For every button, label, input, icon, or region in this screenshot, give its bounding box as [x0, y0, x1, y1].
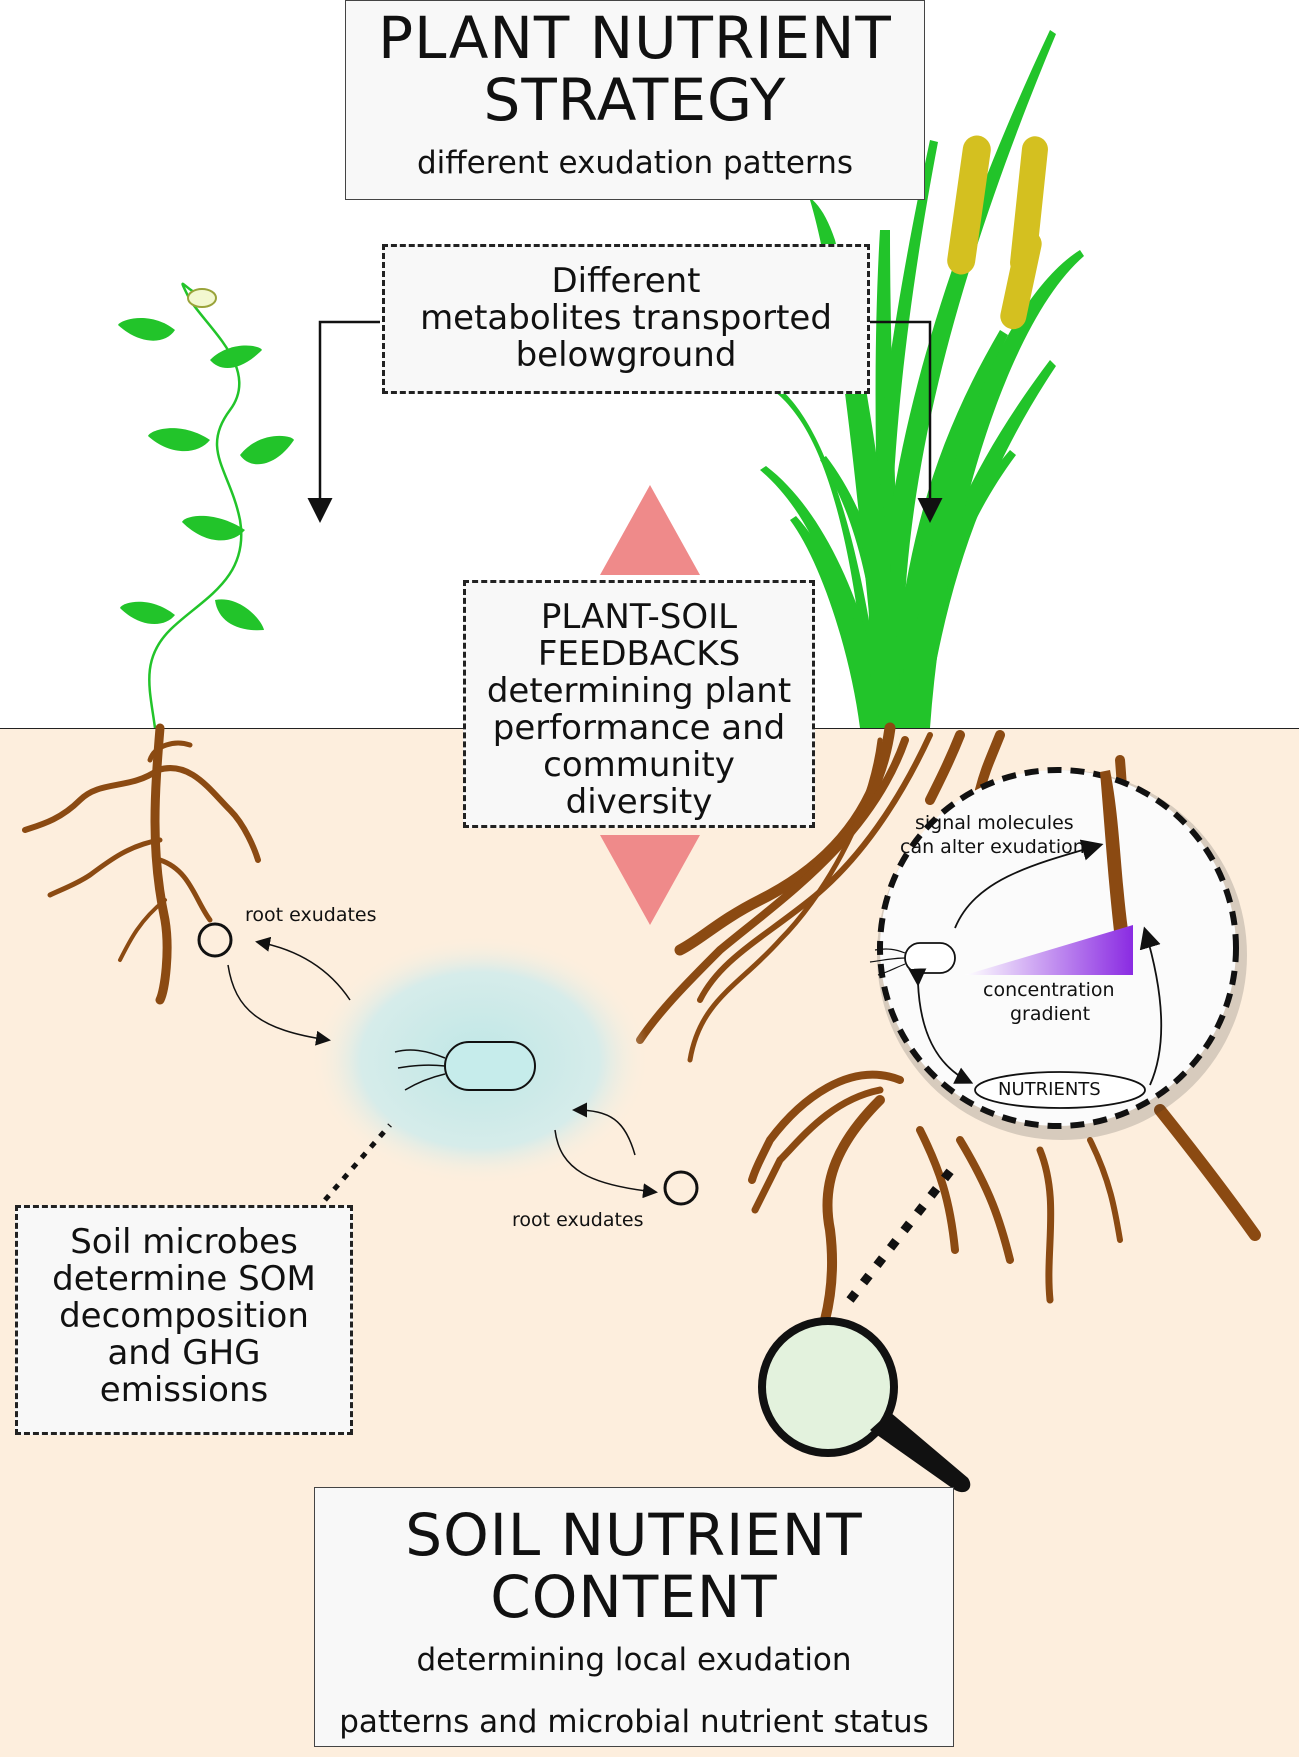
signal-label-2: can alter exudation [900, 836, 1085, 858]
metabolite-arrow-left [307, 320, 380, 523]
signal-label-1: signal molecules [915, 812, 1074, 834]
zoom-root [1100, 770, 1128, 940]
cattail-head-3 [1010, 136, 1048, 276]
metabolites-line-3: belowground [515, 335, 737, 375]
feedback-line-1: PLANT-SOIL [540, 597, 738, 637]
plant-strategy-subtitle: different exudation patterns [417, 145, 853, 181]
gradient-label-1: concentration [983, 979, 1115, 1001]
zoom-microbe [869, 942, 956, 976]
triangle-down [600, 835, 700, 925]
dotted-connector-microbe [323, 1123, 392, 1202]
microbes-line-3: decomposition [59, 1296, 309, 1336]
feedback-line-4: performance and [492, 708, 786, 748]
plant-strategy-box: PLANT NUTRIENT STRATEGY different exudat… [345, 0, 925, 200]
feedback-line-5: community [543, 745, 735, 785]
magnifier-beam [846, 1162, 959, 1303]
concentration-gradient [965, 925, 1133, 975]
feedback-line-2: FEEDBACKS [537, 634, 741, 674]
exudate-circle-left [197, 922, 233, 958]
cattail-grass [740, 30, 1084, 729]
soil-nutrient-title-2: CONTENT [490, 1563, 778, 1631]
feedback-line-6: diversity [565, 782, 713, 822]
feedback-box: PLANT-SOIL FEEDBACKS determining plant p… [463, 580, 815, 828]
soil-nutrient-sub-1: determining local exudation [416, 1642, 852, 1678]
metabolites-line-2: metabolites transported [420, 298, 832, 338]
feedback-line-3: determining plant [486, 671, 792, 711]
exudate-circle-right [663, 1170, 699, 1206]
soil-nutrient-sub-2: patterns and microbial nutrient status [339, 1704, 929, 1740]
soil-nutrient-title-1: SOIL NUTRIENT [405, 1501, 863, 1569]
microbe [394, 1041, 536, 1091]
metabolite-arrow-right [870, 320, 943, 523]
nutrients-ellipse [974, 1071, 1146, 1109]
vine-plant [118, 282, 294, 729]
magnifier-lens [758, 1317, 898, 1457]
root-exudates-label-right: root exudates [512, 1209, 644, 1231]
plant-strategy-title-2: STRATEGY [483, 66, 787, 134]
cattail-head-1 [947, 135, 991, 275]
microbes-line-2: determine SOM [52, 1259, 316, 1299]
magnifier-handle [870, 1412, 971, 1493]
soil-nutrient-box: SOIL NUTRIENT CONTENT determining local … [314, 1487, 954, 1747]
metabolites-box: Different metabolites transported belowg… [382, 244, 870, 394]
microbes-line-4: and GHG [107, 1333, 261, 1373]
triangle-up [600, 485, 700, 575]
vine-roots [22, 723, 261, 1005]
metabolites-line-1: Different [551, 261, 701, 301]
zoom-arrows [908, 839, 1163, 1086]
plant-strategy-title-1: PLANT NUTRIENT [378, 4, 892, 72]
microbes-line-5: emissions [99, 1370, 269, 1410]
gradient-label-2: gradient [1010, 1003, 1091, 1025]
soil-microbes-box: Soil microbes determine SOM decompositio… [15, 1205, 353, 1435]
microbes-line-1: Soil microbes [70, 1222, 298, 1262]
exudate-arrows [227, 936, 658, 1199]
nutrients-label: NUTRIENTS [998, 1079, 1101, 1100]
root-exudates-label-left: root exudates [245, 904, 377, 926]
